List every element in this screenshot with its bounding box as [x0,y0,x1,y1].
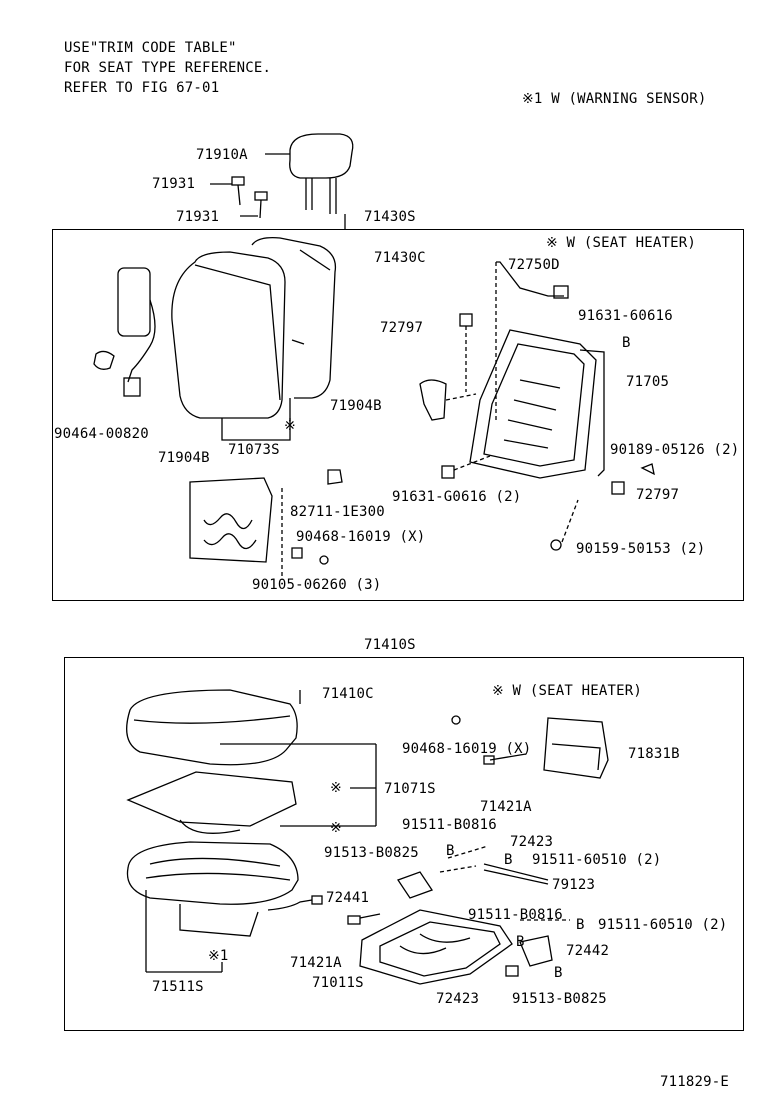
label-assembly-71410S: 71410S [364,637,416,653]
label-71430C: 71430C [374,250,426,266]
label-91511-60510-a: 91511-60510 (2) [532,852,662,868]
seat-cushion-cover-drawing [126,689,301,766]
label-72750D: 72750D [508,257,560,273]
label-72797-a: 72797 [380,320,424,336]
label-mark-upper: ※ [284,418,296,434]
label-72442: 72442 [566,943,610,959]
label-72441: 72441 [326,890,370,906]
label-71011S: 71011S [312,975,364,991]
label-91513-B0825-a: 91513-B0825 [324,845,419,861]
label-79123: 79123 [552,877,596,893]
side-module-drawing [93,267,156,397]
label-71931-a: 71931 [152,176,196,192]
label-90189-05126: 90189-05126 (2) [610,442,740,458]
label-91513-B0825-b: 91513-B0825 [512,991,607,1007]
label-91511-B0816-b: 91511-B0816 [468,907,563,923]
label-71410C: 71410C [322,686,374,702]
label-72797-b: 72797 [636,487,680,503]
heater-switch-drawing [543,717,609,779]
label-mark-lower-a: ※ [330,780,342,796]
label-b-circle-2: B [446,843,455,859]
label-71931-b: 71931 [176,209,220,225]
label-90468-16019-upper: 90468-16019 (X) [296,529,426,545]
label-91631-60616: 91631-60616 [578,308,673,324]
note-warning-sensor: ※1 W (WARNING SENSOR) [522,91,707,107]
label-b-circle-3: B [504,852,513,868]
label-71705: 71705 [626,374,670,390]
lumbar-frame-drawing [189,477,283,580]
label-71421A-a: 71421A [480,799,532,815]
label-90464-00820: 90464-00820 [54,426,149,442]
label-assembly-71430S: 71430S [364,209,416,225]
label-seat-heater-note-lower: ※ W (SEAT HEATER) [492,683,642,699]
note-seat-type: FOR SEAT TYPE REFERENCE. [64,60,272,76]
label-71904B-b: 71904B [158,450,210,466]
figure-number: 711829-E [660,1074,730,1090]
label-90159-50153: 90159-50153 (2) [576,541,706,557]
lower-assembly-frame [64,657,744,1031]
seatback-cover-drawing [171,237,337,419]
seat-cushion-pad-drawing [126,841,323,973]
label-71831B: 71831B [628,746,680,762]
label-91511-60510-b: 91511-60510 (2) [598,917,728,933]
label-72423-b: 72423 [436,991,480,1007]
label-71071S: 71071S [384,781,436,797]
note-refer-fig: REFER TO FIG 67-01 [64,80,220,96]
note-trim-code: USE"TRIM CODE TABLE" [64,40,237,56]
label-71904B-a: 71904B [330,398,382,414]
seatback-frame-drawing [469,329,605,479]
label-82711-1E300: 82711-1E300 [290,504,385,520]
headrest-guide-drawing [210,176,268,219]
label-90468-16019-lower: 90468-16019 (X) [402,741,532,757]
label-b-circle-5: B [516,934,525,950]
label-b-circle-1: B [622,335,631,351]
upper-assembly-frame [52,229,744,601]
label-71073S: 71073S [228,442,280,458]
label-90105-06260: 90105-06260 (3) [252,577,382,593]
label-91631-G0616: 91631-G0616 (2) [392,489,522,505]
label-71511S: 71511S [152,979,204,995]
label-71421A-b: 71421A [290,955,342,971]
label-91511-B0816-a: 91511-B0816 [402,817,497,833]
seat-frame-drawing [359,909,513,985]
label-71910A: 71910A [196,147,248,163]
label-b-circle-6: B [554,965,563,981]
label-mark-warning: ※1 [208,948,229,964]
label-mark-lower-b: ※ [330,820,342,836]
label-b-circle-4: B [576,917,585,933]
seat-heater-mat-drawing [126,743,377,834]
label-seat-heater-note-upper: ※ W (SEAT HEATER) [546,235,696,251]
headrest-drawing [265,133,354,214]
label-72423-a: 72423 [510,834,554,850]
